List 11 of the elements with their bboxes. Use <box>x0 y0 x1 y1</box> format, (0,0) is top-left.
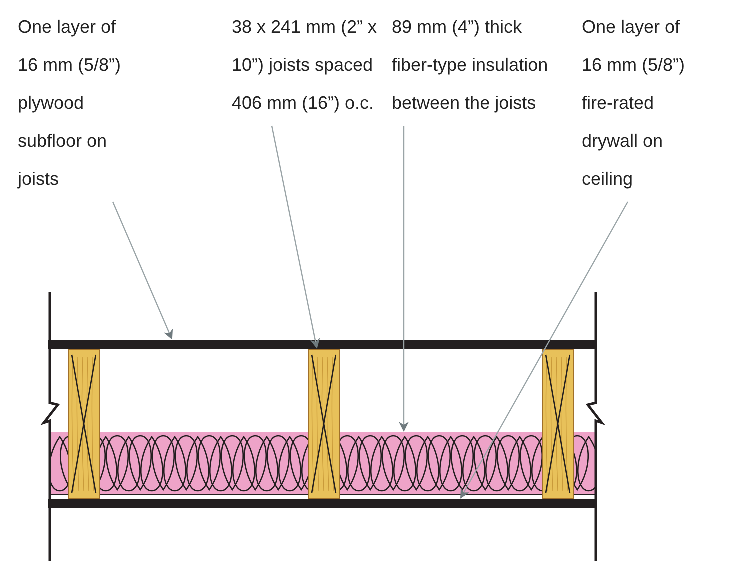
drywall-ceiling <box>48 499 597 508</box>
plywood-subfloor <box>48 340 597 349</box>
leader-line <box>460 202 629 499</box>
callout-text: 38 x 241 mm (2” x 10”) joists spaced 406 mm (16”) o.c. <box>232 8 382 122</box>
leader-line <box>271 126 320 349</box>
leader-line <box>112 202 174 340</box>
wood-joist <box>308 349 340 499</box>
leader-line <box>399 126 409 432</box>
callout-text: One layer of 16 mm (5/8”) plywood subfloor on joists <box>18 8 138 198</box>
callout-text: 89 mm (4”) thick fiber-type insulation between the joists <box>392 8 552 122</box>
callout-text: One layer of 16 mm (5/8”) fire-rated drywall on ceiling <box>582 8 702 198</box>
